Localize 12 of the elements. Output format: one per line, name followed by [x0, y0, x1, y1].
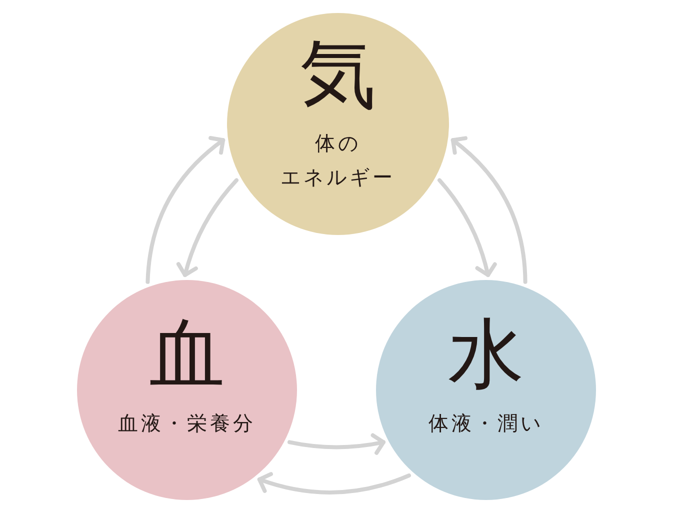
- kanji-heading: 水: [448, 316, 524, 392]
- curved-arrow: [438, 178, 497, 277]
- kanji-heading: 血: [149, 316, 225, 392]
- curved-arrow: [450, 136, 528, 284]
- description-text: 血液・栄養分: [118, 410, 256, 437]
- description-text: 体のエネルギー: [280, 130, 396, 191]
- curved-arrow: [176, 178, 238, 277]
- kanji-heading: 気: [300, 36, 376, 112]
- curved-arrow: [257, 472, 411, 494]
- curved-arrow: [146, 136, 226, 284]
- description-text: 体液・潤い: [428, 410, 544, 437]
- curved-arrow: [288, 433, 386, 455]
